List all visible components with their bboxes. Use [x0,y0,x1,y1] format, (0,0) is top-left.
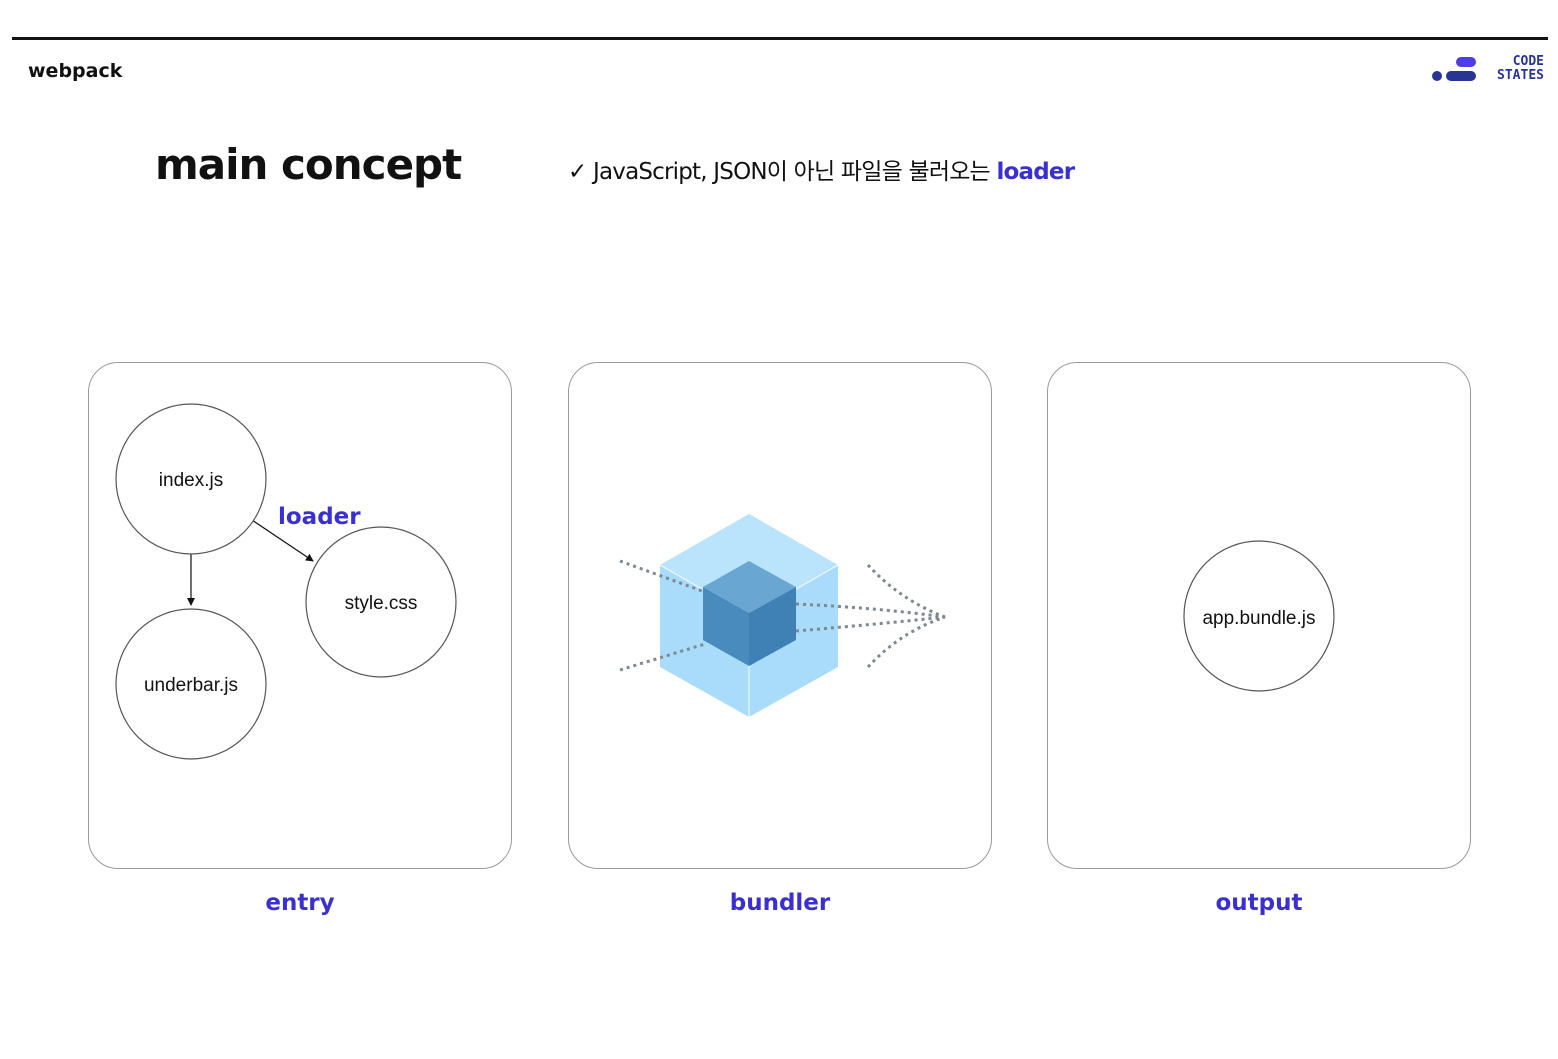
node-style-css-label: style.css [345,593,418,614]
node-underbar-js [115,608,267,760]
node-style-css [305,526,457,678]
logo-mark-icon [1432,57,1476,81]
node-index-js [115,403,267,555]
logo-wordmark: CODE STATES [1484,55,1544,83]
entry-graph: index.js style.css underbar.js loader [115,403,457,760]
logo-line-1: CODE [1512,54,1544,69]
output-caption: output [1215,890,1303,916]
output-graph: app.bundle.js [1183,540,1335,692]
node-index-js-label: index.js [159,470,223,491]
loader-edge-label: loader [278,504,361,530]
subtitle-accent: loader [996,159,1075,185]
inner-cube-right [749,587,796,666]
node-app-bundle-js-label: app.bundle.js [1202,608,1315,629]
flow-lines [619,559,946,672]
section-label: webpack [28,60,123,82]
node-app-bundle-js [1183,540,1335,692]
bundler-caption: bundler [729,890,831,916]
node-underbar-js-label: underbar.js [144,675,238,696]
entry-caption: entry [265,890,335,916]
subtitle-text: ✓ JavaScript, JSON이 아닌 파일을 불러오는 [568,159,997,185]
inner-cube-top [703,561,796,613]
inner-cube-left [703,587,749,666]
page-title: main concept [155,140,462,189]
webpack-cube-icon [619,514,946,717]
slide-subtitle: ✓ JavaScript, JSON이 아닌 파일을 불러오는 loader [568,152,1075,186]
top-rule [12,37,1548,40]
logo-line-2: STATES [1497,68,1544,83]
codestates-logo: CODE STATES [1428,54,1548,88]
edge-index-to-style [251,519,314,562]
